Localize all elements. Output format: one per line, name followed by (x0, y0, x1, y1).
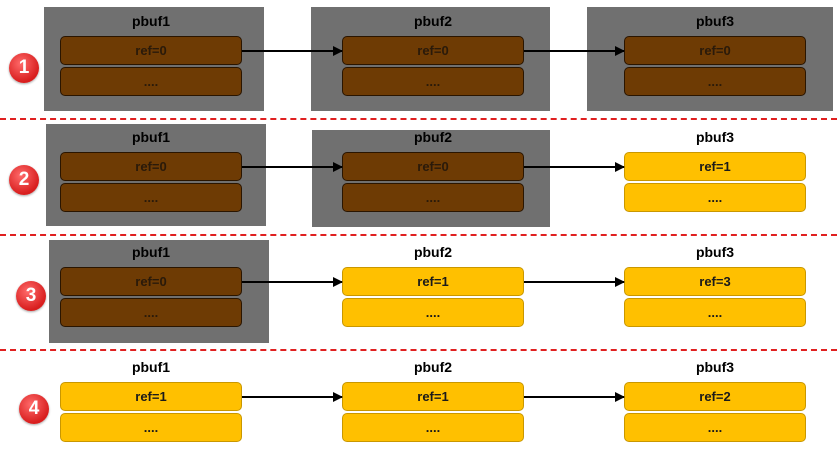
payload-cell: .... (624, 67, 806, 96)
pbuf-name-label: pbuf3 (695, 359, 735, 375)
payload-cell: .... (60, 298, 242, 327)
pbuf-name-label: pbuf1 (131, 359, 171, 375)
pbuf-name-label: pbuf3 (695, 244, 735, 260)
row-separator (0, 349, 837, 351)
payload-cell: .... (624, 413, 806, 442)
step-number-badge: 4 (19, 394, 49, 424)
step-number-badge: 2 (9, 165, 39, 195)
pbuf-name-label: pbuf3 (695, 129, 735, 145)
ref-count-cell: ref=1 (624, 152, 806, 181)
pbuf-name-label: pbuf1 (131, 244, 171, 260)
row-separator (0, 118, 837, 120)
pbuf-name-label: pbuf3 (695, 13, 735, 29)
ref-count-cell: ref=0 (342, 36, 524, 65)
pbuf-name-label: pbuf2 (413, 13, 453, 29)
payload-cell: .... (342, 67, 524, 96)
pbuf-name-label: pbuf1 (131, 129, 171, 145)
payload-cell: .... (342, 183, 524, 212)
pbuf-name-label: pbuf2 (413, 244, 453, 260)
ref-count-cell: ref=0 (60, 267, 242, 296)
ref-count-cell: ref=0 (60, 152, 242, 181)
ref-count-cell: ref=1 (342, 267, 524, 296)
row-separator (0, 234, 837, 236)
pbuf-name-label: pbuf2 (413, 359, 453, 375)
pbuf-name-label: pbuf1 (131, 13, 171, 29)
payload-cell: .... (60, 183, 242, 212)
ref-count-cell: ref=2 (624, 382, 806, 411)
payload-cell: .... (342, 413, 524, 442)
payload-cell: .... (624, 298, 806, 327)
step-number-badge: 3 (16, 281, 46, 311)
payload-cell: .... (342, 298, 524, 327)
ref-count-cell: ref=0 (342, 152, 524, 181)
payload-cell: .... (60, 413, 242, 442)
ref-count-cell: ref=0 (624, 36, 806, 65)
pbuf-name-label: pbuf2 (413, 129, 453, 145)
ref-count-cell: ref=1 (342, 382, 524, 411)
step-number-badge: 1 (9, 53, 39, 83)
ref-count-cell: ref=3 (624, 267, 806, 296)
ref-count-cell: ref=1 (60, 382, 242, 411)
payload-cell: .... (60, 67, 242, 96)
ref-count-cell: ref=0 (60, 36, 242, 65)
payload-cell: .... (624, 183, 806, 212)
